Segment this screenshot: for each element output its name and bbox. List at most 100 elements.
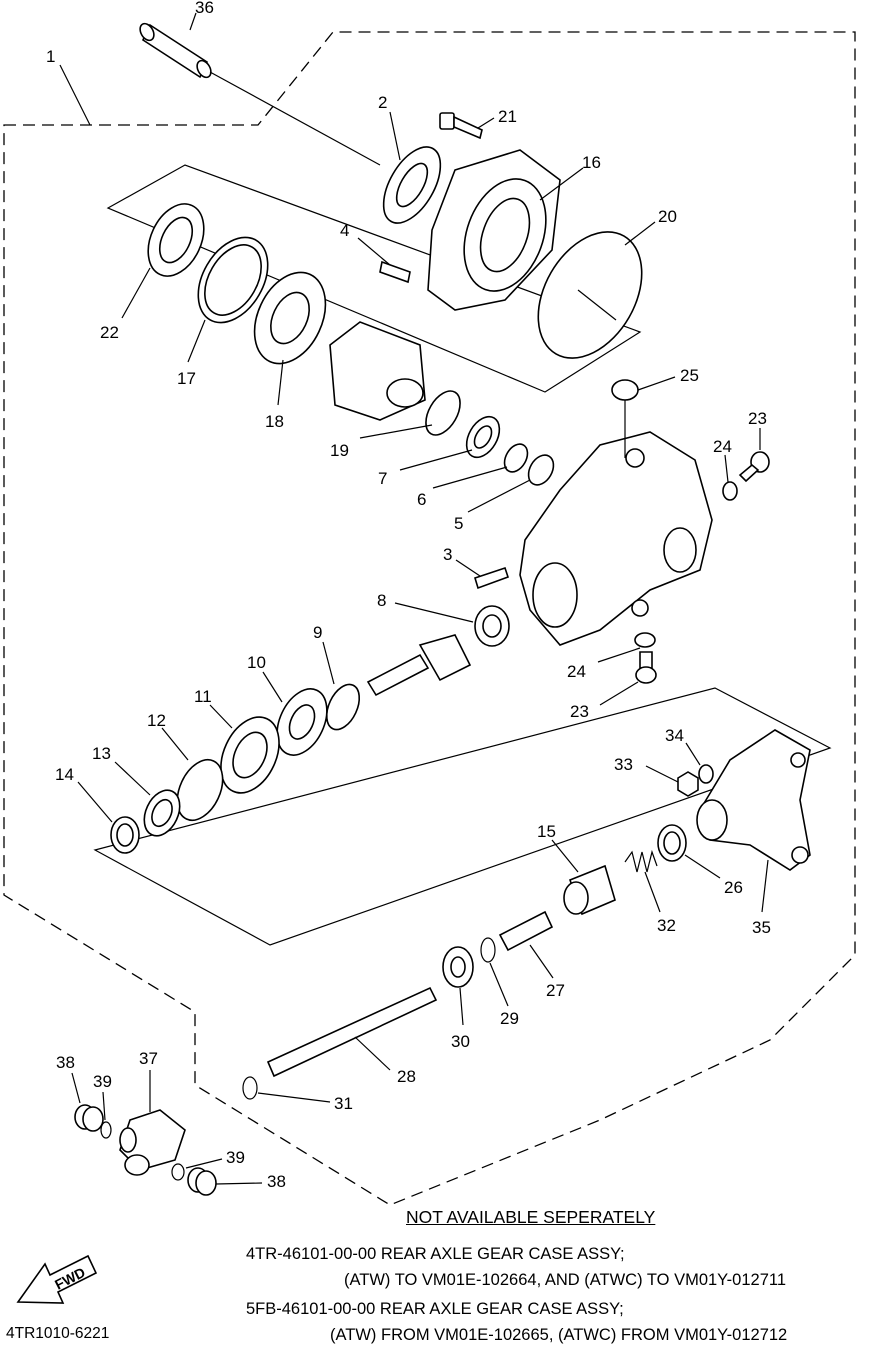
callout-29: 29 [500, 1009, 519, 1028]
callout-37: 37 [139, 1049, 158, 1068]
part-31-circlip [242, 1076, 258, 1100]
part-34-washer [698, 764, 714, 784]
part-22-oil-seal [147, 203, 205, 277]
callout-35: 35 [752, 918, 771, 937]
callout-32: 32 [657, 916, 676, 935]
part-6-washer [503, 443, 529, 473]
callout-19: 19 [330, 441, 349, 460]
assembly-boundary [3, 31, 856, 1206]
forward-direction-arrow: FWD [16, 1254, 98, 1304]
part-8-bearing [474, 605, 510, 647]
callout-28: 28 [397, 1067, 416, 1086]
callout-4: 4 [340, 221, 349, 240]
part-21-bolt [439, 112, 483, 140]
callout-11: 11 [194, 687, 212, 706]
part-35-gear-case-cover [696, 729, 811, 871]
part-3-stud-bolt [474, 566, 510, 590]
drawing-number: 4TR1010-6221 [6, 1325, 110, 1342]
callout-7: 7 [378, 469, 387, 488]
callout-14: 14 [55, 765, 74, 784]
callout-25: 25 [680, 366, 699, 385]
callout-23-upper: 23 [748, 409, 767, 428]
callout-18: 18 [265, 412, 284, 431]
part-32-spring [624, 849, 658, 873]
part-23-drain-bolt-lower [635, 651, 657, 684]
drive-pinion-gear [366, 634, 472, 697]
part-23-drain-bolt-upper [738, 451, 770, 483]
callout-22: 22 [100, 323, 119, 342]
part-25-plug [611, 379, 639, 401]
callout-38-lower: 38 [267, 1172, 286, 1191]
ring-gear [329, 321, 426, 421]
part-11-bearing-retainer [220, 716, 280, 794]
part-28-drive-shaft [266, 986, 438, 1078]
part-20-o-ring [537, 231, 643, 359]
callout-8: 8 [377, 591, 386, 610]
callout-24-upper: 24 [713, 437, 732, 456]
callout-12: 12 [147, 711, 166, 730]
callout-31: 31 [334, 1094, 353, 1113]
part-16-bearing-cover [427, 149, 561, 311]
lower-parts-tray [93, 687, 832, 946]
leader-lines [59, 12, 769, 1185]
callout-10: 10 [247, 653, 266, 672]
callout-36: 36 [195, 0, 214, 17]
part-15-coupling-gear [563, 864, 616, 916]
part-33-nut [677, 771, 699, 797]
part-4-screw [379, 260, 411, 284]
part-36-sleeve [139, 22, 212, 79]
part-30-gear [442, 946, 474, 988]
part-9-shim [325, 683, 361, 731]
part-10-bearing [276, 688, 328, 756]
not-available-notice: NOT AVAILABLE SEPERATELY [406, 1207, 656, 1227]
part-24-gasket-upper [722, 481, 738, 501]
part-39-circlip-lower [171, 1163, 185, 1181]
callout-16: 16 [582, 153, 601, 172]
part-18-bearing [253, 271, 327, 365]
part-39-circlip-upper [100, 1121, 112, 1139]
part-26-oil-seal [657, 824, 687, 862]
callout-27: 27 [546, 981, 565, 1000]
callout-13: 13 [92, 744, 111, 763]
callout-9: 9 [313, 623, 322, 642]
callout-2: 2 [378, 93, 387, 112]
part-37-universal-joint [119, 1109, 186, 1176]
fwd-label: FWD [52, 1264, 88, 1293]
callout-33: 33 [614, 755, 633, 774]
part-38-bearing-upper [74, 1104, 104, 1132]
part-2-washer [382, 146, 442, 224]
callout-15: 15 [537, 822, 556, 841]
part-13-oil-seal [143, 789, 181, 837]
assy-note-line-3: 5FB-46101-00-00 REAR AXLE GEAR CASE ASSY… [246, 1300, 624, 1318]
callout-3: 3 [443, 545, 452, 564]
part-17-shim [197, 236, 269, 324]
callout-24-lower: 24 [567, 662, 586, 681]
callout-labels: 36 1 2 21 16 20 4 22 17 18 19 25 23 24 7… [46, 0, 771, 1191]
callout-34: 34 [665, 726, 684, 745]
part-5-spacer [527, 454, 555, 486]
callout-1: 1 [46, 47, 55, 66]
part-7-needle-bearing [465, 415, 501, 459]
gear-case-housing [519, 431, 713, 646]
callout-20: 20 [658, 207, 677, 226]
assy-note-line-1: 4TR-46101-00-00 REAR AXLE GEAR CASE ASSY… [246, 1245, 625, 1263]
part-38-bearing-lower [187, 1167, 217, 1196]
part-24-gasket-lower [634, 632, 656, 648]
part-14-collar [110, 816, 140, 854]
part-27-collar [498, 910, 554, 952]
assy-note-line-2: (ATW) TO VM01E-102664, AND (ATWC) TO VM0… [344, 1271, 786, 1289]
callout-39-upper: 39 [93, 1072, 112, 1091]
callout-5: 5 [454, 514, 463, 533]
part-12-o-ring [176, 758, 224, 822]
callout-39-lower: 39 [226, 1148, 245, 1167]
assy-note-line-4: (ATW) FROM VM01E-102665, (ATWC) FROM VM0… [330, 1326, 788, 1344]
callout-6: 6 [417, 490, 426, 509]
callout-21: 21 [498, 107, 517, 126]
callout-38-upper: 38 [56, 1053, 75, 1072]
callout-23-lower: 23 [570, 702, 589, 721]
callout-30: 30 [451, 1032, 470, 1051]
part-19-shim [425, 390, 461, 436]
part-29-circlip [480, 937, 496, 963]
callout-26: 26 [724, 878, 743, 897]
